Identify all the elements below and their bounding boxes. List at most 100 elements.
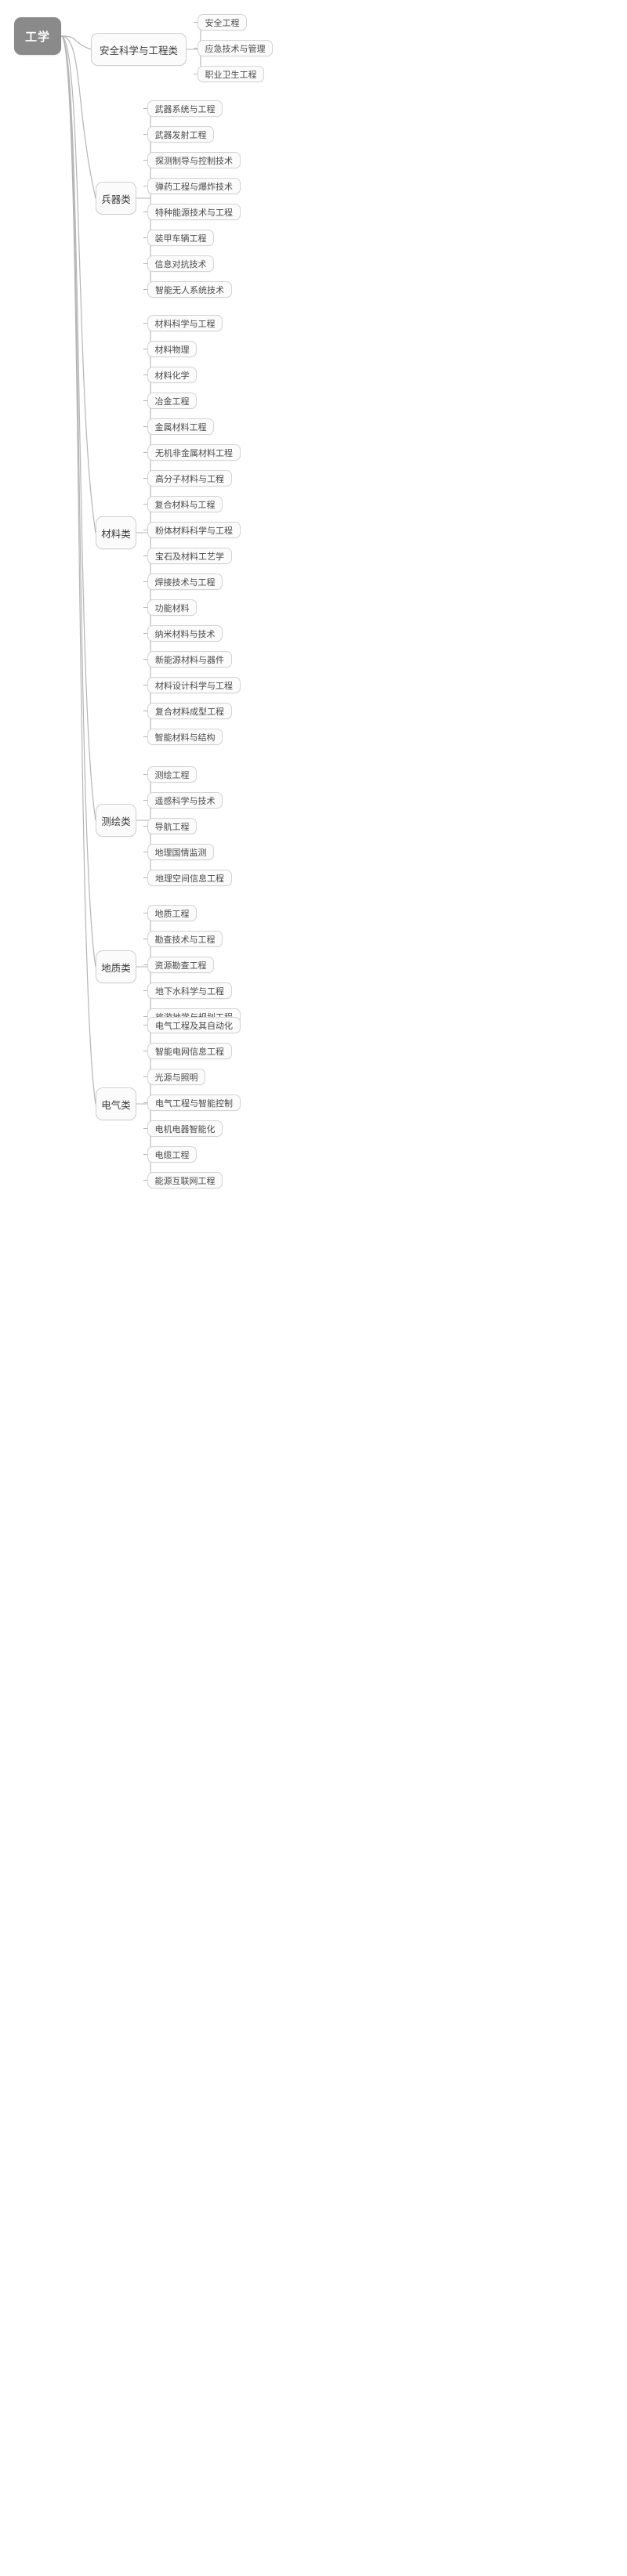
leaf-node[interactable]: 高分子材料与工程: [147, 470, 232, 487]
leaf-node[interactable]: 电机电器智能化: [147, 1120, 223, 1137]
leaf-node-label: 应急技术与管理: [205, 44, 266, 54]
leaf-node-label: 材料设计科学与工程: [155, 681, 233, 691]
leaf-node[interactable]: 电气工程及其自动化: [147, 1017, 241, 1033]
leaf-node-label: 材料物理: [154, 345, 190, 355]
leaf-node[interactable]: 智能电网信息工程: [147, 1043, 232, 1059]
leaf-node[interactable]: 纳米材料与技术: [147, 625, 223, 642]
leaf-node-label: 高分子材料与工程: [155, 474, 224, 484]
leaf-node-label: 遥感科学与技术: [154, 796, 216, 806]
leaf-node[interactable]: 无机非金属材料工程: [147, 444, 241, 461]
leaf-node[interactable]: 地质工程: [147, 905, 197, 921]
leaf-node-label: 智能材料与结构: [154, 733, 216, 743]
leaf-node[interactable]: 武器系统与工程: [147, 100, 223, 117]
leaf-node-label: 纳米材料与技术: [154, 629, 216, 639]
leaf-node[interactable]: 材料物理: [147, 341, 197, 357]
leaf-node-label: 地理空间信息工程: [155, 874, 224, 884]
leaf-node-label: 智能电网信息工程: [155, 1047, 224, 1057]
leaf-node[interactable]: 遥感科学与技术: [147, 792, 223, 809]
branch-node-3[interactable]: 测绘类: [96, 804, 136, 837]
leaf-node[interactable]: 安全工程: [198, 14, 247, 31]
branch-node-label: 电气类: [101, 1099, 131, 1111]
leaf-node-label: 电气工程及其自动化: [155, 1021, 233, 1031]
leaf-node-label: 导航工程: [154, 822, 190, 832]
leaf-node[interactable]: 装甲车辆工程: [147, 230, 214, 246]
leaf-node[interactable]: 宝石及材料工艺学: [147, 548, 232, 564]
leaf-node-label: 地理国情监测: [154, 848, 207, 858]
leaf-node[interactable]: 材料化学: [147, 367, 197, 383]
leaf-node[interactable]: 智能材料与结构: [147, 729, 223, 745]
leaf-node[interactable]: 地理国情监测: [147, 844, 214, 860]
leaf-node-label: 宝石及材料工艺学: [155, 552, 224, 562]
leaf-node[interactable]: 探测制导与控制技术: [147, 152, 241, 168]
leaf-node-label: 冶金工程: [154, 396, 190, 407]
leaf-node-label: 新能源材料与器件: [155, 655, 224, 665]
leaf-node-label: 电气工程与智能控制: [155, 1098, 233, 1109]
branch-node-label: 安全科学与工程类: [99, 45, 178, 56]
leaf-node[interactable]: 电气工程与智能控制: [147, 1094, 241, 1111]
leaf-node-label: 粉体材料科学与工程: [155, 526, 233, 536]
leaf-node-label: 电缆工程: [154, 1150, 190, 1160]
leaf-node[interactable]: 测绘工程: [147, 766, 197, 783]
leaf-node[interactable]: 导航工程: [147, 818, 197, 834]
branch-node-4[interactable]: 地质类: [96, 950, 136, 983]
leaf-node-label: 武器系统与工程: [154, 104, 216, 114]
leaf-node[interactable]: 复合材料成型工程: [147, 703, 232, 719]
leaf-node[interactable]: 新能源材料与器件: [147, 651, 232, 668]
leaf-node-label: 电机电器智能化: [154, 1124, 216, 1134]
leaf-node[interactable]: 应急技术与管理: [198, 40, 273, 56]
leaf-node[interactable]: 金属材料工程: [147, 418, 214, 435]
leaf-node-label: 材料化学: [154, 371, 190, 381]
leaf-node[interactable]: 电缆工程: [147, 1146, 197, 1163]
leaf-node-label: 金属材料工程: [154, 422, 207, 432]
leaf-node[interactable]: 武器发射工程: [147, 126, 214, 143]
leaf-node-label: 智能无人系统技术: [155, 285, 224, 295]
leaf-node-label: 复合材料成型工程: [155, 707, 224, 717]
leaf-node-label: 功能材料: [154, 603, 190, 613]
leaf-node[interactable]: 信息对抗技术: [147, 255, 214, 272]
leaf-node-label: 地质工程: [154, 909, 190, 919]
leaf-node[interactable]: 地下水科学与工程: [147, 982, 232, 999]
leaf-node[interactable]: 冶金工程: [147, 393, 197, 409]
leaf-node-label: 安全工程: [205, 18, 240, 28]
leaf-node[interactable]: 功能材料: [147, 599, 197, 616]
leaf-node-label: 无机非金属材料工程: [155, 448, 233, 458]
leaf-node-label: 测绘工程: [154, 770, 190, 780]
root-node: 工学: [14, 17, 61, 55]
leaf-node-label: 特种能源技术与工程: [155, 208, 233, 218]
leaf-node-label: 资源勘查工程: [154, 961, 207, 971]
leaf-node[interactable]: 光源与照明: [147, 1069, 205, 1085]
leaf-node-label: 复合材料与工程: [154, 500, 216, 510]
leaf-node[interactable]: 材料科学与工程: [147, 315, 223, 331]
branch-node-label: 地质类: [101, 962, 131, 974]
branch-node-1[interactable]: 兵器类: [96, 182, 136, 215]
leaf-node[interactable]: 粉体材料科学与工程: [147, 522, 241, 538]
leaf-node-label: 弹药工程与爆炸技术: [155, 182, 233, 192]
root-node-label: 工学: [24, 30, 50, 44]
leaf-node[interactable]: 职业卫生工程: [198, 66, 264, 82]
branch-node-5[interactable]: 电气类: [96, 1087, 136, 1120]
leaf-node[interactable]: 能源互联网工程: [147, 1172, 223, 1189]
leaf-node[interactable]: 弹药工程与爆炸技术: [147, 178, 241, 194]
leaf-node-label: 能源互联网工程: [154, 1176, 216, 1186]
leaf-node[interactable]: 复合材料与工程: [147, 496, 223, 512]
branch-node-2[interactable]: 材料类: [96, 516, 136, 549]
leaf-node-label: 职业卫生工程: [205, 70, 257, 80]
leaf-node-label: 探测制导与控制技术: [155, 156, 233, 166]
leaf-node[interactable]: 地理空间信息工程: [147, 870, 232, 886]
leaf-node-label: 材料科学与工程: [154, 319, 216, 329]
leaf-node[interactable]: 智能无人系统技术: [147, 281, 232, 298]
branch-node-label: 材料类: [101, 528, 131, 540]
leaf-node[interactable]: 勘查技术与工程: [147, 931, 223, 947]
branch-node-label: 测绘类: [101, 816, 131, 827]
leaf-node[interactable]: 特种能源技术与工程: [147, 204, 241, 220]
branch-node-0[interactable]: 安全科学与工程类: [91, 33, 187, 66]
leaf-node-label: 信息对抗技术: [154, 259, 207, 270]
leaf-node[interactable]: 材料设计科学与工程: [147, 677, 241, 693]
leaf-node-label: 装甲车辆工程: [154, 233, 207, 244]
leaf-node-label: 焊接技术与工程: [154, 577, 216, 588]
leaf-node-label: 地下水科学与工程: [155, 986, 224, 997]
leaf-node[interactable]: 焊接技术与工程: [147, 573, 223, 590]
leaf-node[interactable]: 资源勘查工程: [147, 957, 214, 973]
